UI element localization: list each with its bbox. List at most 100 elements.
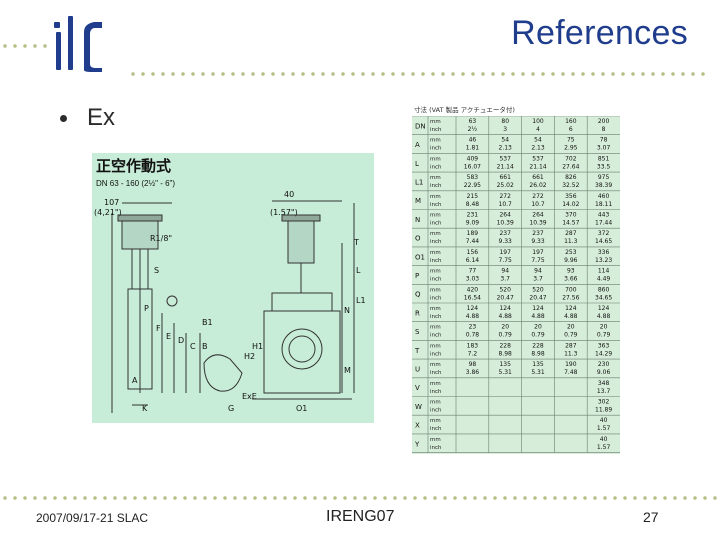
svg-text:107: 107: [104, 198, 119, 207]
table-cell: 2.13: [531, 145, 545, 152]
table-cell: 443: [598, 212, 610, 219]
table-cell: 40: [600, 436, 608, 443]
table-unit: inch: [430, 164, 442, 170]
table-row-label: V: [415, 384, 420, 392]
table-cell: 4.88: [466, 313, 480, 320]
svg-text:S: S: [154, 266, 159, 275]
table-cell: 3: [503, 126, 507, 133]
table-cell: 272: [499, 193, 511, 200]
bullet-item: Ex: [60, 104, 115, 132]
table-unit: inch: [430, 295, 442, 301]
table-unit: mm: [430, 119, 441, 125]
table-cell: 851: [598, 155, 610, 162]
table-cell: 5.31: [499, 369, 513, 376]
table-cell: 124: [499, 305, 511, 312]
table-row-label: Q: [415, 291, 421, 299]
table-cell: 7.2: [468, 350, 478, 357]
svg-text:E: E: [166, 332, 171, 341]
table-unit: inch: [430, 370, 442, 376]
table-cell: 93: [567, 268, 575, 275]
table-cell: 18.11: [595, 201, 612, 208]
footer-conference: IRENG07: [326, 508, 395, 525]
table-cell: 409: [467, 155, 479, 162]
table-cell: 4.88: [531, 313, 545, 320]
table-row-label: N: [415, 216, 420, 224]
table-cell: 4.88: [597, 313, 611, 320]
table-cell: 215: [467, 193, 479, 200]
table-cell: 114: [598, 268, 610, 275]
header-dots-right: [128, 72, 708, 76]
svg-text:A: A: [132, 376, 138, 385]
table-cell: 264: [532, 212, 544, 219]
table-cell: 3.07: [597, 145, 611, 152]
table-cell: 2.13: [499, 145, 513, 152]
table-cell: 237: [532, 230, 544, 237]
table-cell: 16.07: [464, 163, 481, 170]
table-cell: 46: [469, 137, 477, 144]
table-cell: 4.88: [499, 313, 513, 320]
table-cell: 135: [499, 361, 511, 368]
table-cell: 11.3: [564, 238, 578, 245]
table-cell: 520: [532, 286, 544, 293]
table-cell: 40: [600, 417, 608, 424]
table-cell: 124: [467, 305, 479, 312]
table-row-label: X: [415, 422, 420, 430]
table-cell: 27.64: [562, 163, 579, 170]
table-unit: mm: [430, 418, 441, 424]
table-cell: 183: [467, 342, 479, 349]
table-row-label: M: [415, 197, 421, 205]
table-cell: 189: [467, 230, 479, 237]
table-cell: 54: [501, 137, 509, 144]
table-row-label: U: [415, 365, 420, 373]
table-row-label: P: [415, 272, 419, 280]
table-cell: 10.39: [497, 220, 514, 227]
table-cell: 13.23: [595, 257, 612, 264]
svg-text:G: G: [228, 404, 234, 413]
table-unit: inch: [430, 408, 442, 414]
table-cell: 10.39: [529, 220, 546, 227]
table-unit: inch: [430, 221, 442, 227]
table-cell: 4: [536, 126, 540, 133]
table-unit: mm: [430, 175, 441, 181]
table-cell: 231: [467, 212, 479, 219]
table-cell: 14.57: [562, 220, 579, 227]
table-unit: mm: [430, 156, 441, 162]
table-unit: mm: [430, 269, 441, 275]
table-row-label: S: [415, 328, 420, 336]
bullet-icon: [60, 114, 67, 122]
table-cell: 4.49: [597, 276, 611, 283]
table-unit: mm: [430, 287, 441, 293]
svg-text:M: M: [344, 366, 351, 375]
table-cell: 10.7: [499, 201, 513, 208]
table-cell: 661: [499, 174, 511, 181]
table-cell: 0.79: [597, 332, 611, 339]
table-cell: 20: [534, 324, 542, 331]
page-number: 27: [643, 509, 659, 525]
table-row-label: L: [415, 160, 419, 168]
table-cell: 124: [565, 305, 577, 312]
table-cell: 253: [565, 249, 577, 256]
table-cell: 7.44: [466, 238, 480, 245]
table-row-label: L1: [415, 178, 423, 186]
table-cell: 200: [598, 118, 610, 125]
table-unit: mm: [430, 362, 441, 368]
table-cell: 10.7: [531, 201, 545, 208]
svg-text:40: 40: [284, 190, 294, 199]
table-cell: 272: [532, 193, 544, 200]
table-cell: 336: [598, 249, 610, 256]
table-cell: 302: [598, 399, 610, 406]
table-cell: 363: [598, 342, 610, 349]
drawing-lines: 107 (4,21") R1/8" 40 (1.57") K P S F E D…: [94, 190, 366, 413]
table-cell: 0.79: [499, 332, 513, 339]
svg-text:F: F: [156, 324, 161, 333]
table-cell: 190: [565, 361, 577, 368]
table-cell: 20: [501, 324, 509, 331]
table-cell: 32.52: [562, 182, 579, 189]
table-cell: 21.14: [497, 163, 514, 170]
table-cell: 156: [467, 249, 479, 256]
svg-text:L: L: [356, 266, 361, 275]
table-cell: 1.57: [597, 444, 611, 451]
table-cell: 2.95: [564, 145, 578, 152]
table-unit: inch: [430, 426, 442, 432]
table-cell: 2½: [468, 126, 478, 133]
